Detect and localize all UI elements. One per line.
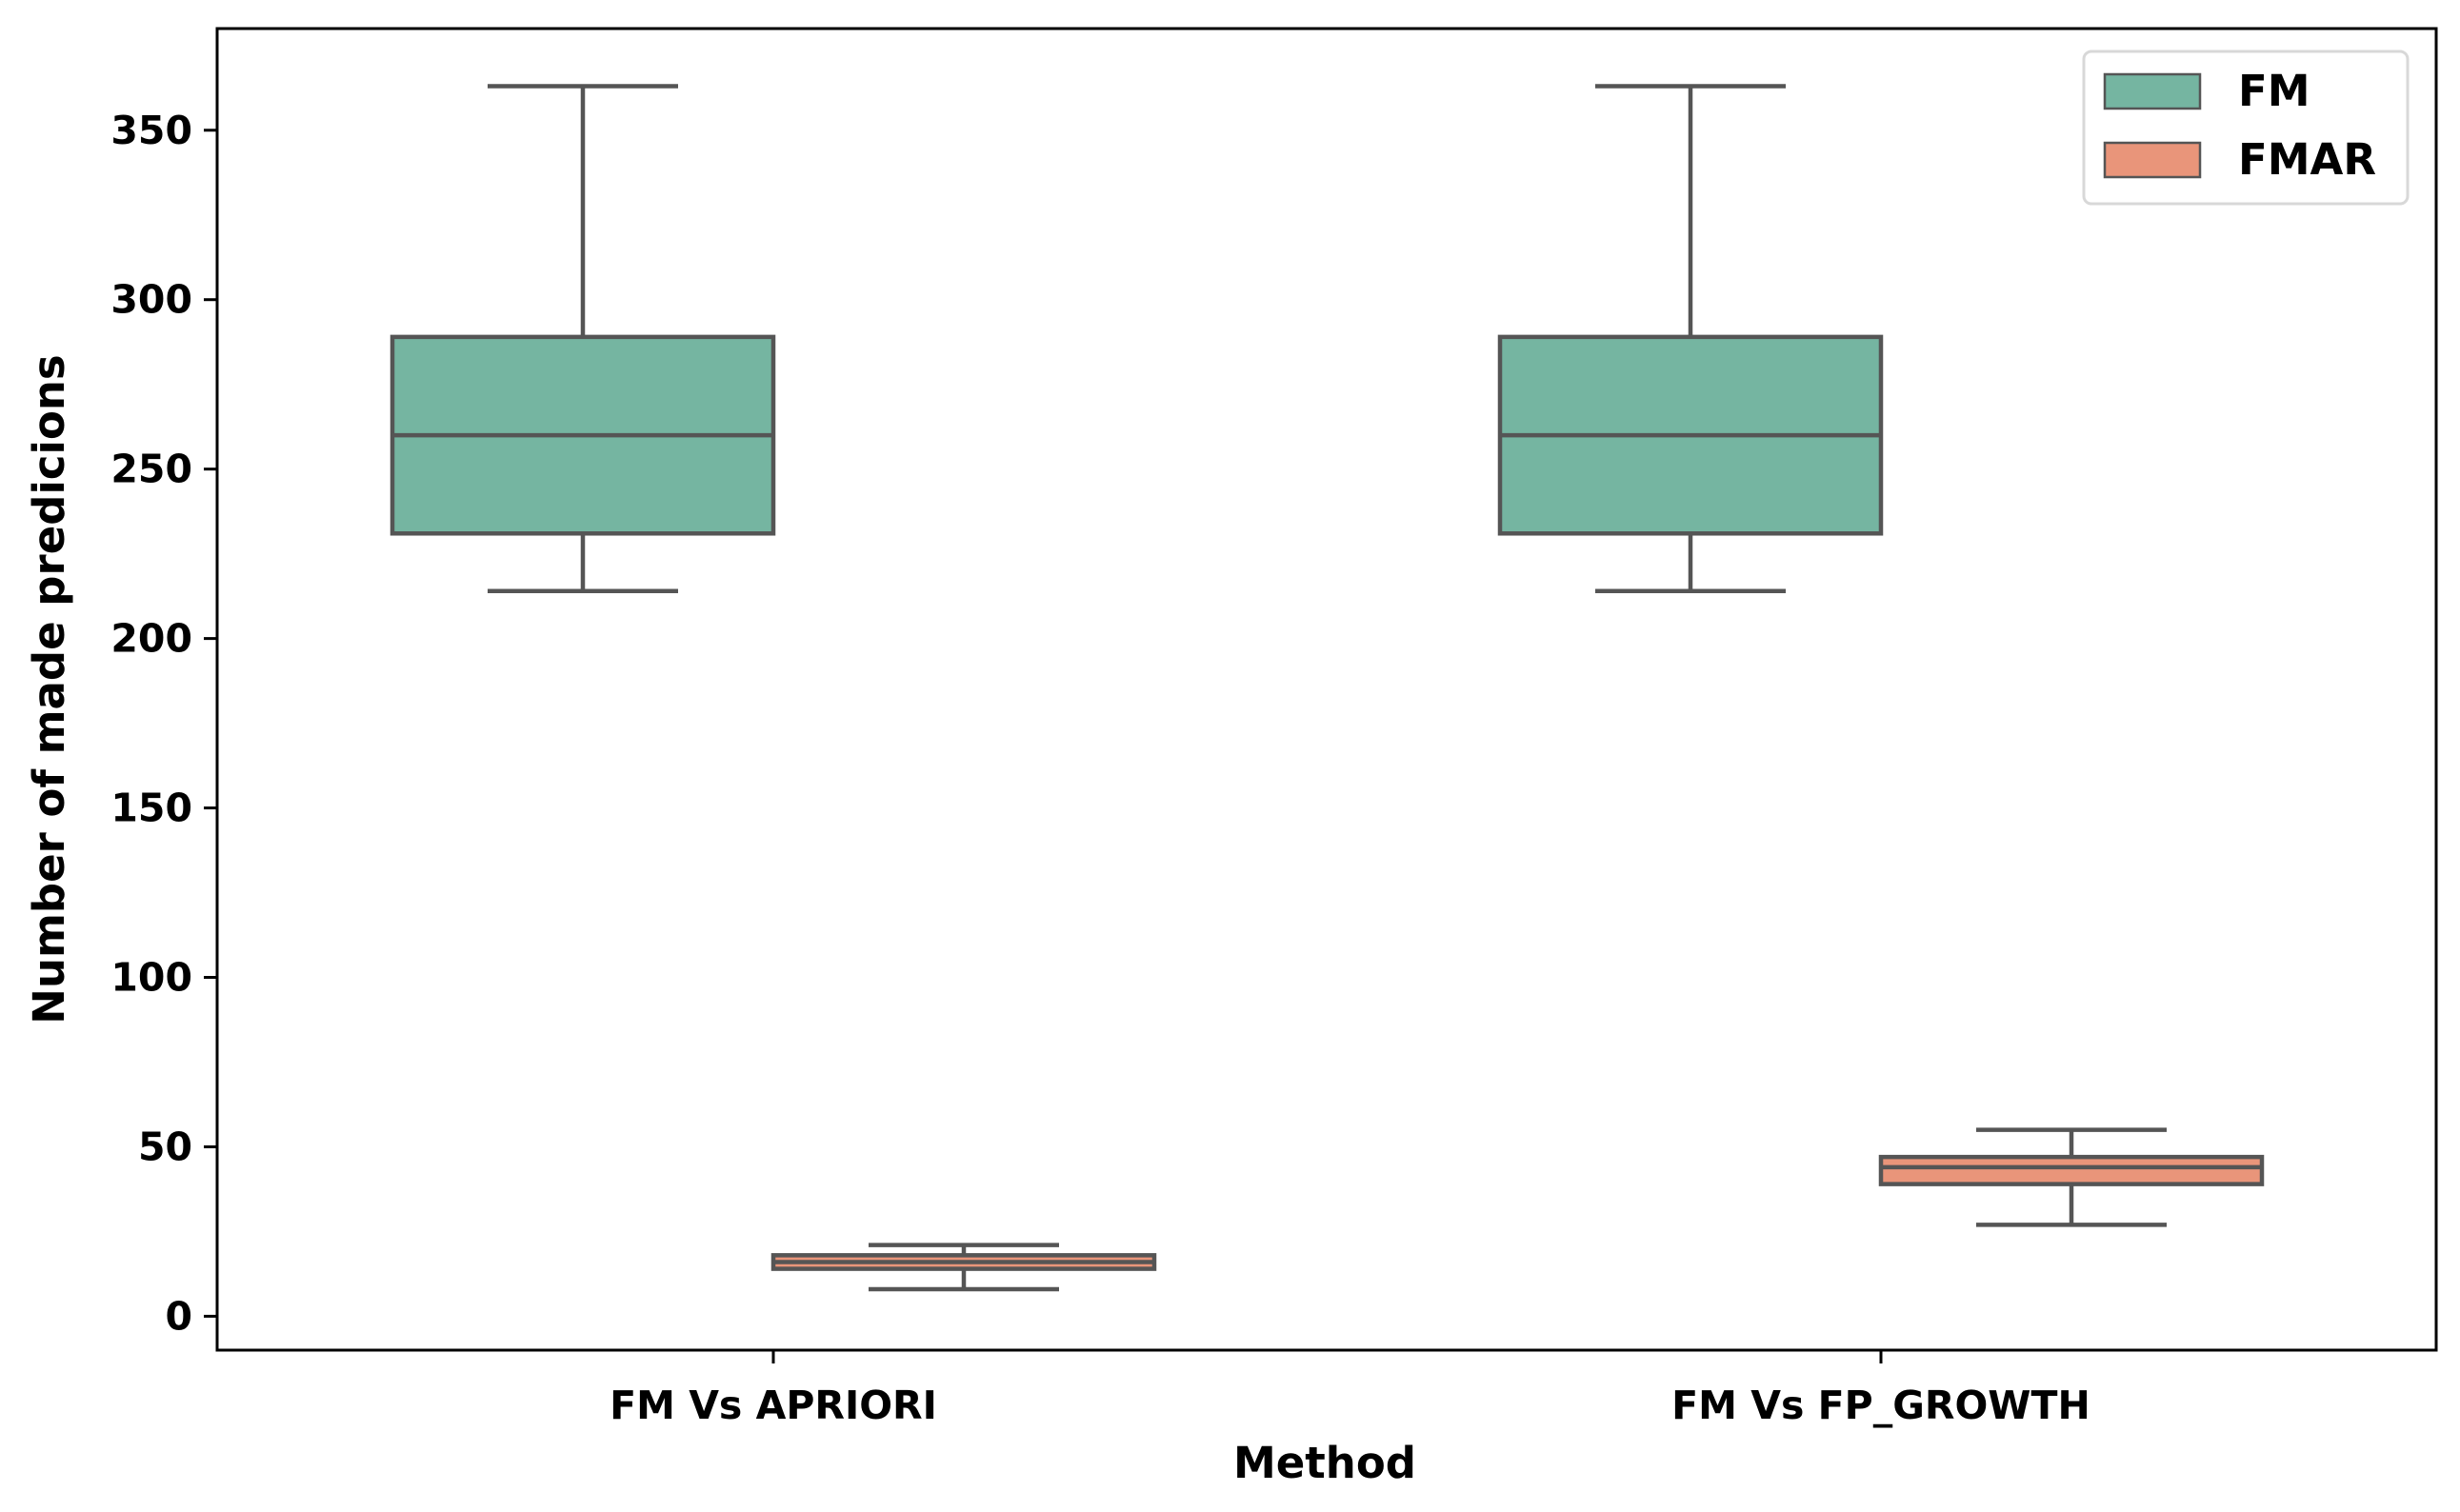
y-tick-label: 150: [110, 786, 192, 831]
x-axis: FM Vs APRIORI FM Vs FP_GROWTH: [610, 1350, 2090, 1428]
box-fmar-1: [1878, 1127, 2265, 1227]
plot-frame: [215, 27, 2438, 1352]
box-layer: [390, 84, 2265, 1292]
legend-swatch-fm: [2103, 72, 2202, 110]
y-tick-label: 250: [110, 447, 192, 492]
y-tick-label: 300: [110, 277, 192, 323]
y-tick-label: 200: [110, 616, 192, 662]
legend-swatch-fmar: [2103, 141, 2202, 179]
x-axis-label: Method: [1233, 1438, 1416, 1488]
legend-label-fm: FM: [2238, 66, 2310, 116]
box-fm-1: [1497, 84, 1884, 594]
x-tick-label: FM Vs FP_GROWTH: [1671, 1383, 2090, 1428]
y-tick-label: 50: [138, 1124, 192, 1169]
legend: FM FMAR: [2082, 50, 2410, 206]
legend-label-fmar: FMAR: [2238, 134, 2376, 185]
box-fm-0: [390, 84, 776, 594]
box-iqr: [1878, 1154, 2265, 1186]
y-tick-label: 350: [110, 108, 192, 153]
box-fmar-0: [770, 1243, 1157, 1292]
y-axis: 0 50 100 150 200 250 300 350: [110, 108, 217, 1339]
x-tick-label: FM Vs APRIORI: [610, 1383, 937, 1428]
y-tick-label: 0: [165, 1293, 192, 1339]
y-axis-label: Number of made predicions: [24, 354, 74, 1024]
y-tick-label: 100: [110, 955, 192, 1001]
